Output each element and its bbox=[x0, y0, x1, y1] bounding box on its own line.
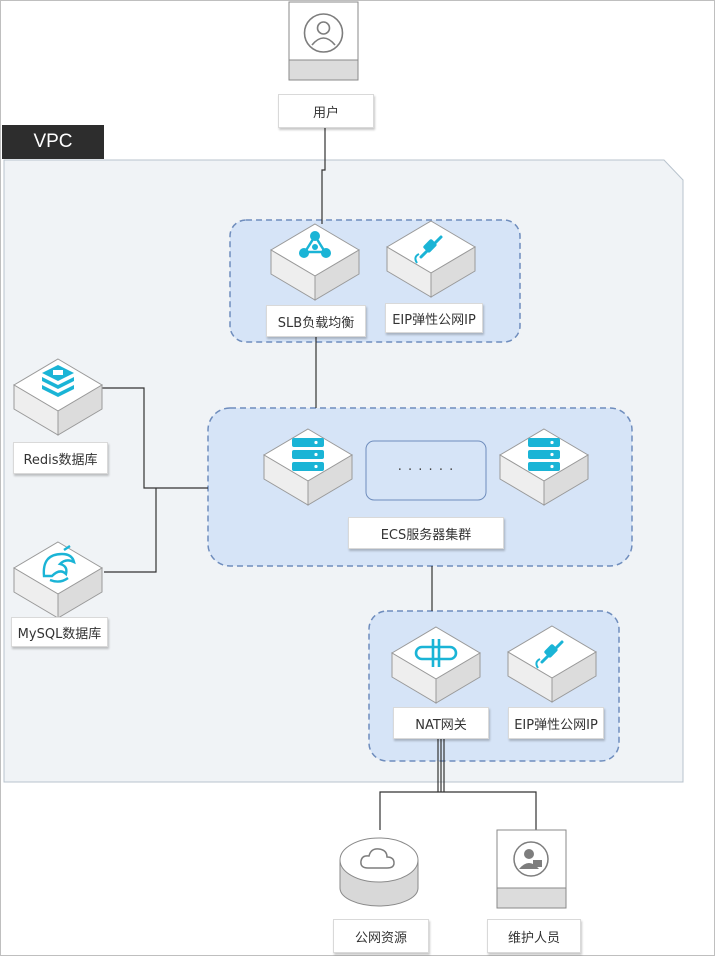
redis-icon bbox=[42, 365, 74, 397]
redis-cube bbox=[13, 358, 103, 436]
ecs-placeholder-dots: · · · · · · bbox=[397, 462, 455, 478]
public-resources-label: 公网资源 bbox=[333, 919, 429, 953]
mysql-label: MySQL数据库 bbox=[11, 617, 108, 647]
server-icon bbox=[292, 438, 324, 471]
vpc-label: VPC bbox=[2, 125, 104, 159]
slb-label: SLB负载均衡 bbox=[266, 305, 366, 337]
user-label: 用户 bbox=[278, 94, 374, 128]
cloud-icon bbox=[360, 848, 395, 869]
maintainer-node bbox=[496, 829, 567, 909]
user-node bbox=[288, 1, 359, 81]
user-icon bbox=[303, 13, 344, 53]
ecs-placeholder-box bbox=[365, 440, 487, 501]
nat-gateway-icon bbox=[414, 639, 458, 667]
public-resources-node bbox=[339, 837, 419, 907]
slb-cube bbox=[270, 223, 360, 301]
load-balancer-icon bbox=[299, 231, 331, 258]
ecs-cluster-label: ECS服务器集群 bbox=[348, 517, 504, 549]
admin-user-icon bbox=[513, 841, 549, 877]
mysql-cube bbox=[13, 541, 103, 619]
eip-top-label: EIP弹性公网IP bbox=[385, 303, 483, 333]
mysql-dolphin-icon bbox=[42, 545, 76, 583]
nat-cube bbox=[391, 626, 481, 704]
maintainer-label: 维护人员 bbox=[487, 919, 581, 953]
server-icon bbox=[528, 438, 560, 471]
nat-label: NAT网关 bbox=[393, 707, 489, 739]
connectors bbox=[102, 127, 537, 832]
eip-bottom-label: EIP弹性公网IP bbox=[508, 707, 604, 739]
redis-label: Redis数据库 bbox=[13, 442, 108, 474]
